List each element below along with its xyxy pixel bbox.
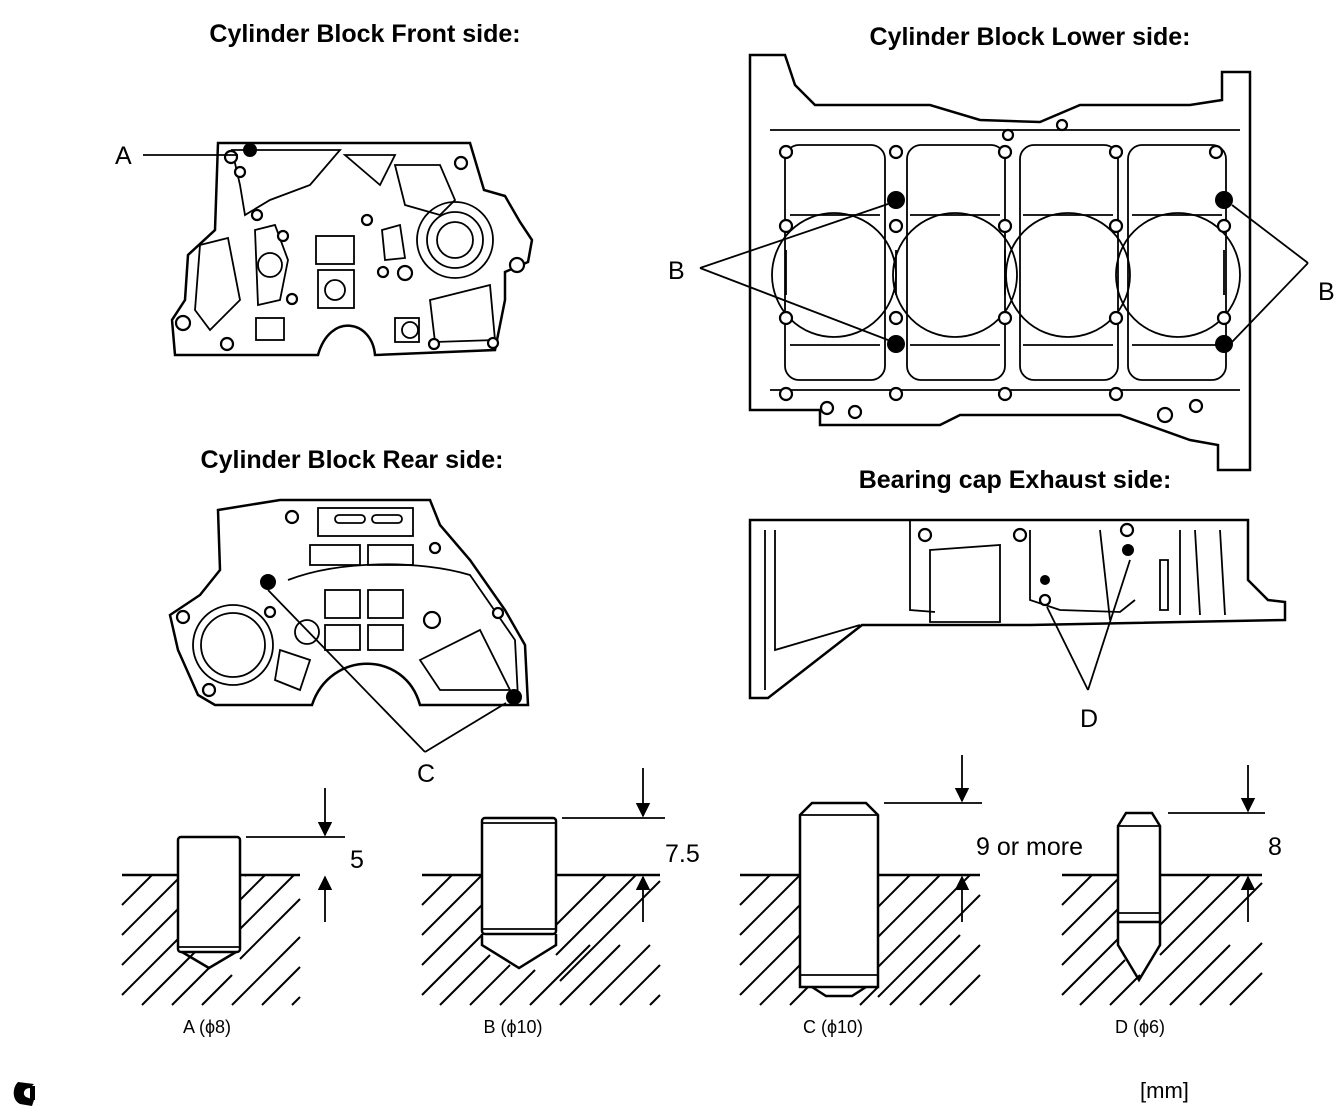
- rear-side-drawing: [168, 498, 530, 753]
- pin-c-height: 9 or more: [976, 833, 1083, 861]
- title-lower: Cylinder Block Lower side:: [870, 23, 1191, 51]
- pin-d-caption: D (ϕ6): [1115, 1017, 1165, 1037]
- pin-c-caption: C (ϕ10): [803, 1017, 863, 1037]
- pin-c-detail: [739, 755, 982, 1006]
- lower-side-drawing: [699, 53, 1309, 472]
- title-bearing: Bearing cap Exhaust side:: [859, 466, 1172, 494]
- unit-label: [mm]: [1140, 1078, 1189, 1103]
- corner-mark-icon: [13, 1082, 35, 1106]
- pin-b-detail: [421, 768, 665, 1006]
- pin-a-caption: A (ϕ8): [183, 1017, 231, 1037]
- bearing-cap-drawing: [748, 518, 1287, 700]
- title-rear: Cylinder Block Rear side:: [201, 446, 504, 474]
- label-d: D: [1080, 705, 1098, 733]
- title-front: Cylinder Block Front side:: [209, 20, 520, 48]
- label-b-right: B: [1318, 278, 1335, 306]
- label-c: C: [417, 760, 435, 788]
- pin-a-height: 5: [350, 846, 364, 874]
- pin-b-caption: B (ϕ10): [483, 1017, 542, 1037]
- pin-a-detail: [121, 788, 345, 1006]
- label-a: A: [115, 142, 132, 170]
- pin-d-detail: [1061, 765, 1265, 1006]
- label-b-left: B: [668, 257, 685, 285]
- pin-b-height: 7.5: [665, 840, 700, 868]
- front-side-drawing: [143, 141, 534, 357]
- pin-d-height: 8: [1268, 833, 1282, 861]
